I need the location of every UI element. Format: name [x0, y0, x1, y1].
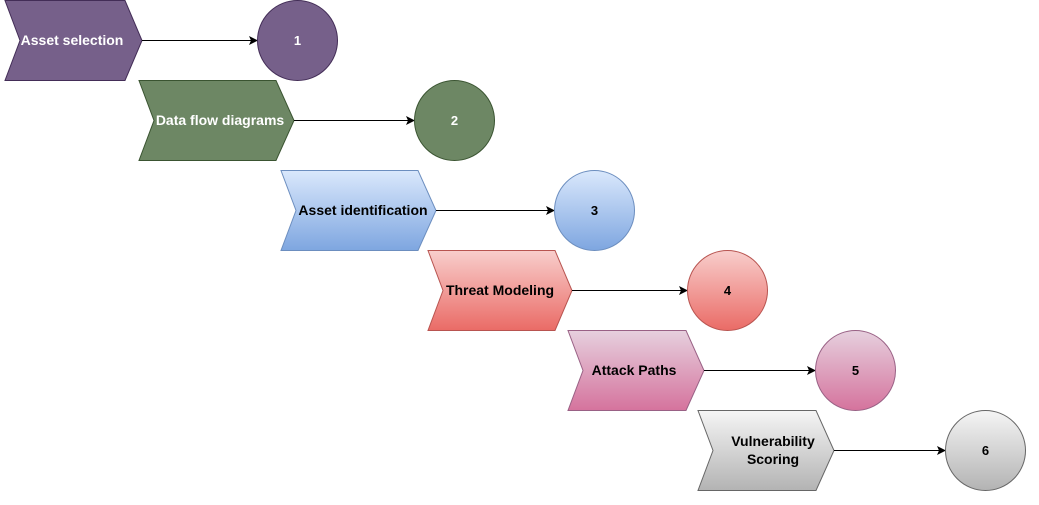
step-2-circle — [414, 80, 495, 161]
step-5-circle — [815, 330, 896, 411]
step-5-label: Attack Paths — [592, 362, 677, 378]
step-6-circle — [945, 410, 1026, 491]
step-5-arrowhead — [807, 366, 816, 375]
step-1-label: Asset selection — [21, 32, 124, 48]
step-4-chevron — [427, 250, 573, 331]
step-1-chevron — [4, 0, 143, 81]
step-6-chevron — [697, 410, 835, 491]
step-3-circle — [554, 170, 635, 251]
step-4-label: Threat Modeling — [446, 282, 554, 298]
step-2: Data flow diagrams 2 — [138, 80, 495, 161]
step-4: Threat Modeling 4 — [427, 250, 768, 331]
step-3-label: Asset identification — [298, 202, 427, 218]
step-3-number: 3 — [591, 203, 598, 218]
step-2-arrowhead — [406, 116, 415, 125]
step-1-arrowhead — [249, 36, 258, 45]
step-5: Attack Paths 5 — [567, 330, 896, 411]
step-4-arrowhead — [679, 286, 688, 295]
step-4-circle — [687, 250, 768, 331]
step-2-number: 2 — [451, 113, 458, 128]
step-5-chevron — [567, 330, 705, 411]
step-6-arrowhead — [937, 446, 946, 455]
step-3: Asset identification 3 — [280, 170, 635, 251]
step-2-label: Data flow diagrams — [156, 112, 285, 128]
step-1-circle — [257, 0, 338, 81]
step-2-chevron — [138, 80, 295, 161]
step-4-number: 4 — [724, 283, 732, 298]
step-3-chevron — [280, 170, 437, 251]
step-3-arrowhead — [546, 206, 555, 215]
step-1-number: 1 — [294, 33, 301, 48]
step-5-number: 5 — [852, 363, 859, 378]
step-1: Asset selection 1 — [4, 0, 338, 81]
step-6-number: 6 — [982, 443, 989, 458]
